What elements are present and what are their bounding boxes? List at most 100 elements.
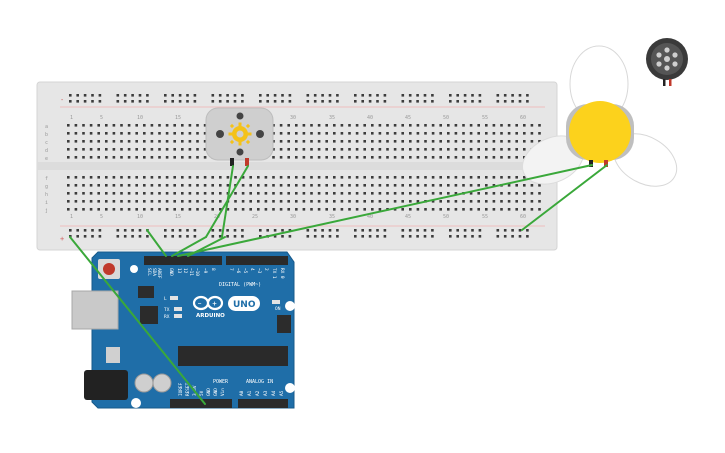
breadboard-hole[interactable]: [97, 200, 100, 203]
breadboard-hole[interactable]: [135, 176, 138, 179]
breadboard-hole[interactable]: [279, 132, 283, 135]
breadboard-hole[interactable]: [193, 94, 197, 97]
breadboard-hole[interactable]: [378, 184, 382, 187]
breadboard-hole[interactable]: [105, 184, 108, 187]
breadboard-hole[interactable]: [196, 156, 199, 159]
breadboard-hole[interactable]: [515, 124, 518, 127]
breadboard-hole[interactable]: [127, 132, 131, 135]
breadboard-hole[interactable]: [416, 148, 420, 151]
breadboard-hole[interactable]: [287, 124, 290, 127]
breadboard-hole[interactable]: [485, 124, 488, 127]
breadboard-hole[interactable]: [507, 132, 511, 135]
breadboard-hole[interactable]: [409, 192, 412, 195]
breadboard-hole[interactable]: [449, 235, 452, 238]
wire-fan-black[interactable]: [177, 164, 593, 257]
breadboard-hole[interactable]: [74, 176, 78, 179]
fan-motor[interactable]: [515, 45, 686, 197]
breadboard-hole[interactable]: [454, 200, 458, 203]
breadboard-hole[interactable]: [67, 140, 70, 143]
breadboard-hole[interactable]: [424, 184, 427, 187]
breadboard-hole[interactable]: [354, 94, 357, 97]
breadboard-hole[interactable]: [120, 200, 123, 203]
breadboard-hole[interactable]: [515, 192, 518, 195]
breadboard-hole[interactable]: [361, 229, 364, 232]
breadboard-hole[interactable]: [439, 132, 442, 135]
breadboard-hole[interactable]: [431, 140, 435, 143]
breadboard-hole[interactable]: [523, 124, 526, 127]
breadboard-hole[interactable]: [273, 94, 277, 97]
breadboard-hole[interactable]: [354, 229, 357, 232]
breadboard-hole[interactable]: [340, 176, 344, 179]
breadboard-hole[interactable]: [131, 100, 134, 103]
breadboard-hole[interactable]: [203, 208, 207, 211]
breadboard-hole[interactable]: [186, 229, 189, 232]
breadboard-hole[interactable]: [456, 229, 459, 232]
breadboard-hole[interactable]: [74, 208, 78, 211]
breadboard-hole[interactable]: [302, 200, 306, 203]
breadboard-hole[interactable]: [273, 235, 277, 238]
breadboard-hole[interactable]: [523, 132, 526, 135]
breadboard-hole[interactable]: [120, 140, 123, 143]
breadboard-hole[interactable]: [74, 156, 78, 159]
breadboard-hole[interactable]: [492, 176, 496, 179]
breadboard-hole[interactable]: [264, 184, 268, 187]
breadboard-hole[interactable]: [150, 148, 154, 151]
breadboard-hole[interactable]: [89, 192, 93, 195]
breadboard-hole[interactable]: [348, 140, 351, 143]
breadboard-hole[interactable]: [313, 229, 317, 232]
breadboard-hole[interactable]: [150, 156, 154, 159]
breadboard-hole[interactable]: [259, 235, 262, 238]
breadboard-hole[interactable]: [112, 192, 116, 195]
breadboard-hole[interactable]: [123, 94, 127, 97]
breadboard-hole[interactable]: [507, 176, 511, 179]
breadboard-hole[interactable]: [188, 148, 192, 151]
breadboard-hole[interactable]: [82, 124, 85, 127]
breadboard-hole[interactable]: [178, 94, 182, 97]
breadboard-hole[interactable]: [288, 94, 292, 97]
breadboard-hole[interactable]: [462, 200, 465, 203]
breadboard-hole[interactable]: [302, 148, 306, 151]
breadboard-hole[interactable]: [469, 200, 473, 203]
breadboard-hole[interactable]: [515, 148, 518, 151]
breadboard-hole[interactable]: [219, 208, 222, 211]
breadboard-hole[interactable]: [112, 200, 116, 203]
breadboard-hole[interactable]: [310, 148, 313, 151]
breadboard-hole[interactable]: [165, 200, 169, 203]
breadboard-hole[interactable]: [203, 184, 207, 187]
breadboard-hole[interactable]: [158, 148, 161, 151]
breadboard-hole[interactable]: [500, 140, 503, 143]
breadboard-hole[interactable]: [333, 124, 336, 127]
breadboard-hole[interactable]: [74, 200, 78, 203]
breadboard-hole[interactable]: [515, 184, 518, 187]
breadboard-hole[interactable]: [219, 192, 222, 195]
breadboard-hole[interactable]: [310, 176, 313, 179]
breadboard-hole[interactable]: [257, 192, 260, 195]
breadboard-hole[interactable]: [447, 156, 450, 159]
breadboard-hole[interactable]: [409, 132, 412, 135]
breadboard-hole[interactable]: [325, 140, 328, 143]
breadboard-hole[interactable]: [386, 148, 389, 151]
breadboard-hole[interactable]: [83, 235, 87, 238]
breadboard-hole[interactable]: [401, 200, 404, 203]
breadboard-hole[interactable]: [523, 156, 526, 159]
breadboard-hole[interactable]: [164, 94, 167, 97]
breadboard-hole[interactable]: [211, 229, 215, 232]
breadboard-hole[interactable]: [526, 229, 529, 232]
breadboard-hole[interactable]: [401, 100, 405, 103]
breadboard-hole[interactable]: [462, 140, 465, 143]
breadboard-hole[interactable]: [416, 94, 419, 97]
breadboard-hole[interactable]: [469, 156, 473, 159]
breadboard-hole[interactable]: [234, 200, 237, 203]
breadboard-hole[interactable]: [188, 184, 192, 187]
breadboard-hole[interactable]: [317, 192, 321, 195]
breadboard-hole[interactable]: [143, 132, 146, 135]
breadboard-hole[interactable]: [439, 200, 442, 203]
header-top-left[interactable]: [144, 256, 222, 265]
breadboard-hole[interactable]: [196, 208, 199, 211]
breadboard-hole[interactable]: [355, 192, 359, 195]
breadboard-hole[interactable]: [423, 229, 427, 232]
breadboard-hole[interactable]: [98, 229, 102, 232]
breadboard-hole[interactable]: [164, 100, 167, 103]
breadboard-hole[interactable]: [477, 176, 480, 179]
